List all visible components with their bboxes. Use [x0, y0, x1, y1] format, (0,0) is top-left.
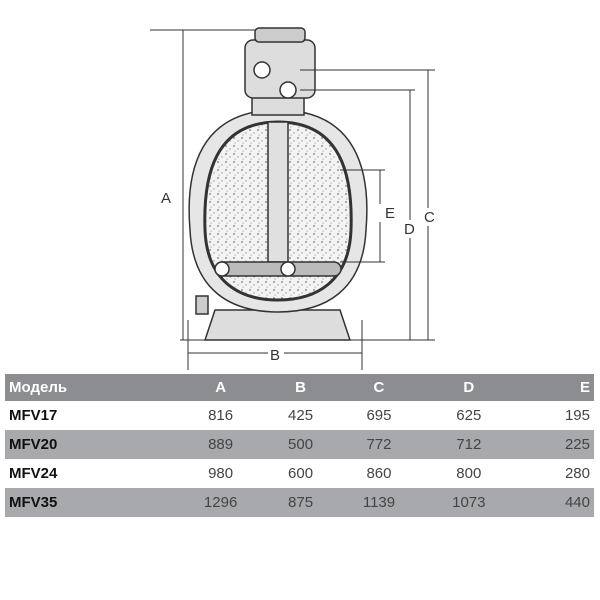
column-header-b: B — [266, 374, 335, 401]
table-row: MFV17 816 425 695 625 195 — [5, 401, 594, 430]
column-header-a: A — [174, 374, 267, 401]
cell-a: 889 — [174, 430, 267, 459]
dimension-label-a: A — [161, 190, 171, 207]
table-row: MFV24 980 600 860 800 280 — [5, 459, 594, 488]
cell-e: 225 — [514, 430, 594, 459]
column-header-model: Модель — [5, 374, 175, 401]
dimension-label-d: D — [404, 221, 415, 238]
filter-tank — [188, 27, 368, 341]
cell-a: 1296 — [174, 488, 267, 517]
cell-c: 695 — [366, 407, 392, 424]
table-row: MFV35 1296 875 1139 1073 440 — [5, 488, 594, 517]
dimension-label-c: C — [424, 209, 435, 226]
dimensions-table: Модель A B C D E MFV17 816 425 695 625 1… — [5, 374, 594, 517]
cell-c: 772 — [334, 430, 424, 459]
cell-model: MFV17 — [9, 407, 58, 424]
cell-model: MFV20 — [5, 430, 175, 459]
dimension-lines — [150, 29, 435, 370]
cell-c: 1139 — [334, 488, 424, 517]
sand-filter-diagram: A B C D E — [150, 27, 436, 370]
column-header-c: C — [334, 374, 424, 401]
cell-e: 280 — [564, 465, 590, 482]
column-header-d: D — [423, 374, 515, 401]
dimension-label-b: B — [270, 347, 280, 364]
cell-model: MFV24 — [9, 465, 58, 482]
cell-b: 875 — [266, 488, 335, 517]
cell-a: 816 — [208, 407, 234, 424]
cell-e: 195 — [564, 407, 590, 424]
cell-d: 712 — [423, 430, 515, 459]
cell-d: 800 — [456, 465, 482, 482]
cell-d: 1073 — [423, 488, 515, 517]
cell-b: 500 — [266, 430, 335, 459]
dimension-label-e: E — [385, 205, 395, 222]
cell-d: 625 — [456, 407, 482, 424]
table-row: MFV20 889 500 772 712 225 — [5, 430, 594, 459]
cell-b: 600 — [288, 465, 314, 482]
cell-e: 440 — [514, 488, 594, 517]
cell-model: MFV35 — [5, 488, 175, 517]
column-header-e: E — [514, 374, 594, 401]
cell-a: 980 — [208, 465, 234, 482]
table-header-row: Модель A B C D E — [5, 374, 594, 401]
cell-b: 425 — [288, 407, 314, 424]
cell-c: 860 — [366, 465, 392, 482]
